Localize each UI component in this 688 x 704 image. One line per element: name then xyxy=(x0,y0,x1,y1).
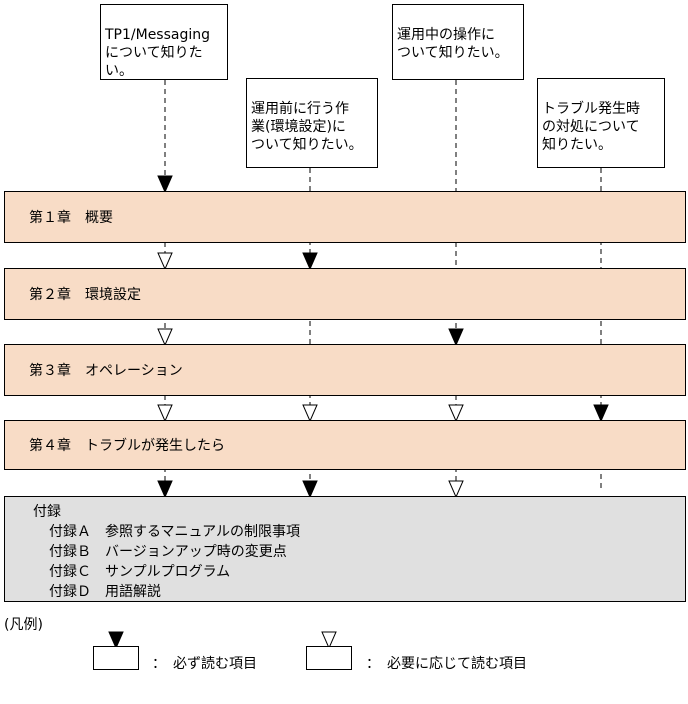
required-marker xyxy=(302,480,318,499)
required-marker xyxy=(593,404,609,423)
chapter-label: 第４章 トラブルが発生したら xyxy=(29,438,225,454)
chapter-band-4: 第４章 トラブルが発生したら xyxy=(4,420,686,470)
optional-marker xyxy=(302,404,318,423)
appendix-item: 付録Ｃ サンプルプログラム xyxy=(49,564,231,580)
chapter-label: 第２章 環境設定 xyxy=(29,287,141,303)
optional-marker xyxy=(157,328,173,347)
required-marker xyxy=(448,328,464,347)
required-marker xyxy=(302,252,318,271)
reader-box-operation: 運用中の操作に ついて知りたい。 xyxy=(392,4,524,80)
legend-box-required xyxy=(93,646,139,670)
appendix-band: 付録 付録Ａ 参照するマニュアルの制限事項 付録Ｂ バージョンアップ時の変更点 … xyxy=(4,496,686,602)
legend-required-text: ： 必ず読む項目 xyxy=(152,656,257,672)
optional-marker xyxy=(157,404,173,423)
reader-box-text: 運用前に行う作 業(環境設定)に ついて知りたい。 xyxy=(251,101,363,153)
reader-box-trouble: トラブル発生時 の対処について 知りたい。 xyxy=(537,78,665,168)
reader-box-text: トラブル発生時 の対処について 知りたい。 xyxy=(542,101,640,153)
optional-marker xyxy=(448,404,464,423)
appendix-item: 付録Ｄ 用語解説 xyxy=(49,584,161,600)
chapter-label: 第３章 オペレーション xyxy=(29,363,183,379)
legend-title: (凡例) xyxy=(4,617,43,633)
chapter-band-3: 第３章 オペレーション xyxy=(4,344,686,396)
optional-marker xyxy=(157,252,173,271)
legend-required-marker xyxy=(108,631,124,650)
appendix-item: 付録Ｂ バージョンアップ時の変更点 xyxy=(49,544,287,560)
reader-box-setup: 運用前に行う作 業(環境設定)に ついて知りたい。 xyxy=(246,78,378,168)
required-marker xyxy=(157,480,173,499)
chapter-label: 第１章 概要 xyxy=(29,210,113,226)
reader-box-text: TP1/Messaging について知りた い。 xyxy=(105,27,211,79)
appendix-title: 付録 xyxy=(33,504,61,520)
reader-box-text: 運用中の操作に ついて知りたい。 xyxy=(397,27,509,61)
appendix-item: 付録Ａ 参照するマニュアルの制限事項 xyxy=(49,524,301,540)
chapter-band-2: 第２章 環境設定 xyxy=(4,268,686,320)
reader-box-overview: TP1/Messaging について知りた い。 xyxy=(100,4,228,80)
legend-optional-marker xyxy=(321,631,337,650)
required-marker xyxy=(157,175,173,194)
chapter-band-1: 第１章 概要 xyxy=(4,191,686,243)
legend-box-optional xyxy=(306,646,352,670)
optional-marker xyxy=(448,480,464,499)
legend-optional-text: ： 必要に応じて読む項目 xyxy=(366,656,527,672)
